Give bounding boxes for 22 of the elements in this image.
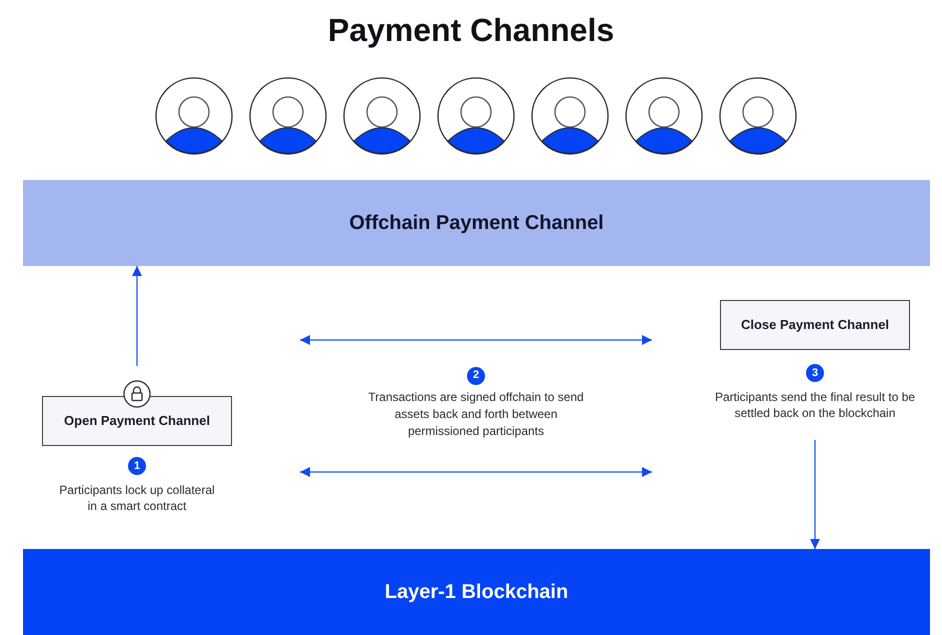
person-icon <box>343 77 421 155</box>
person-icon <box>155 77 233 155</box>
step-description: Participants send the final result to be settled back on the blockchain <box>714 389 916 421</box>
arrow <box>132 266 142 366</box>
person-icon <box>719 77 797 155</box>
diagram-title: Payment Channels <box>328 11 614 50</box>
step-number: 2 <box>467 366 485 384</box>
layer-band <box>23 549 930 635</box>
step-description: Transactions are signed offchain to send assets back and forth between permissioned participants <box>367 389 585 440</box>
step-number: 3 <box>806 364 824 382</box>
person-icon <box>437 77 515 155</box>
person-icon <box>531 77 609 155</box>
layer-band <box>23 180 930 266</box>
step-description: Participants lock up collateral in a smart contract <box>58 482 216 514</box>
person-icon <box>249 77 327 155</box>
process-box: Close Payment Channel <box>720 300 910 350</box>
band-label: Offchain Payment Channel <box>349 211 604 236</box>
process-box: Open Payment Channel <box>42 396 232 446</box>
band-label: Layer-1 Blockchain <box>384 580 568 605</box>
step-number: 1 <box>128 457 146 475</box>
arrow <box>810 440 820 549</box>
person-icon <box>625 77 703 155</box>
